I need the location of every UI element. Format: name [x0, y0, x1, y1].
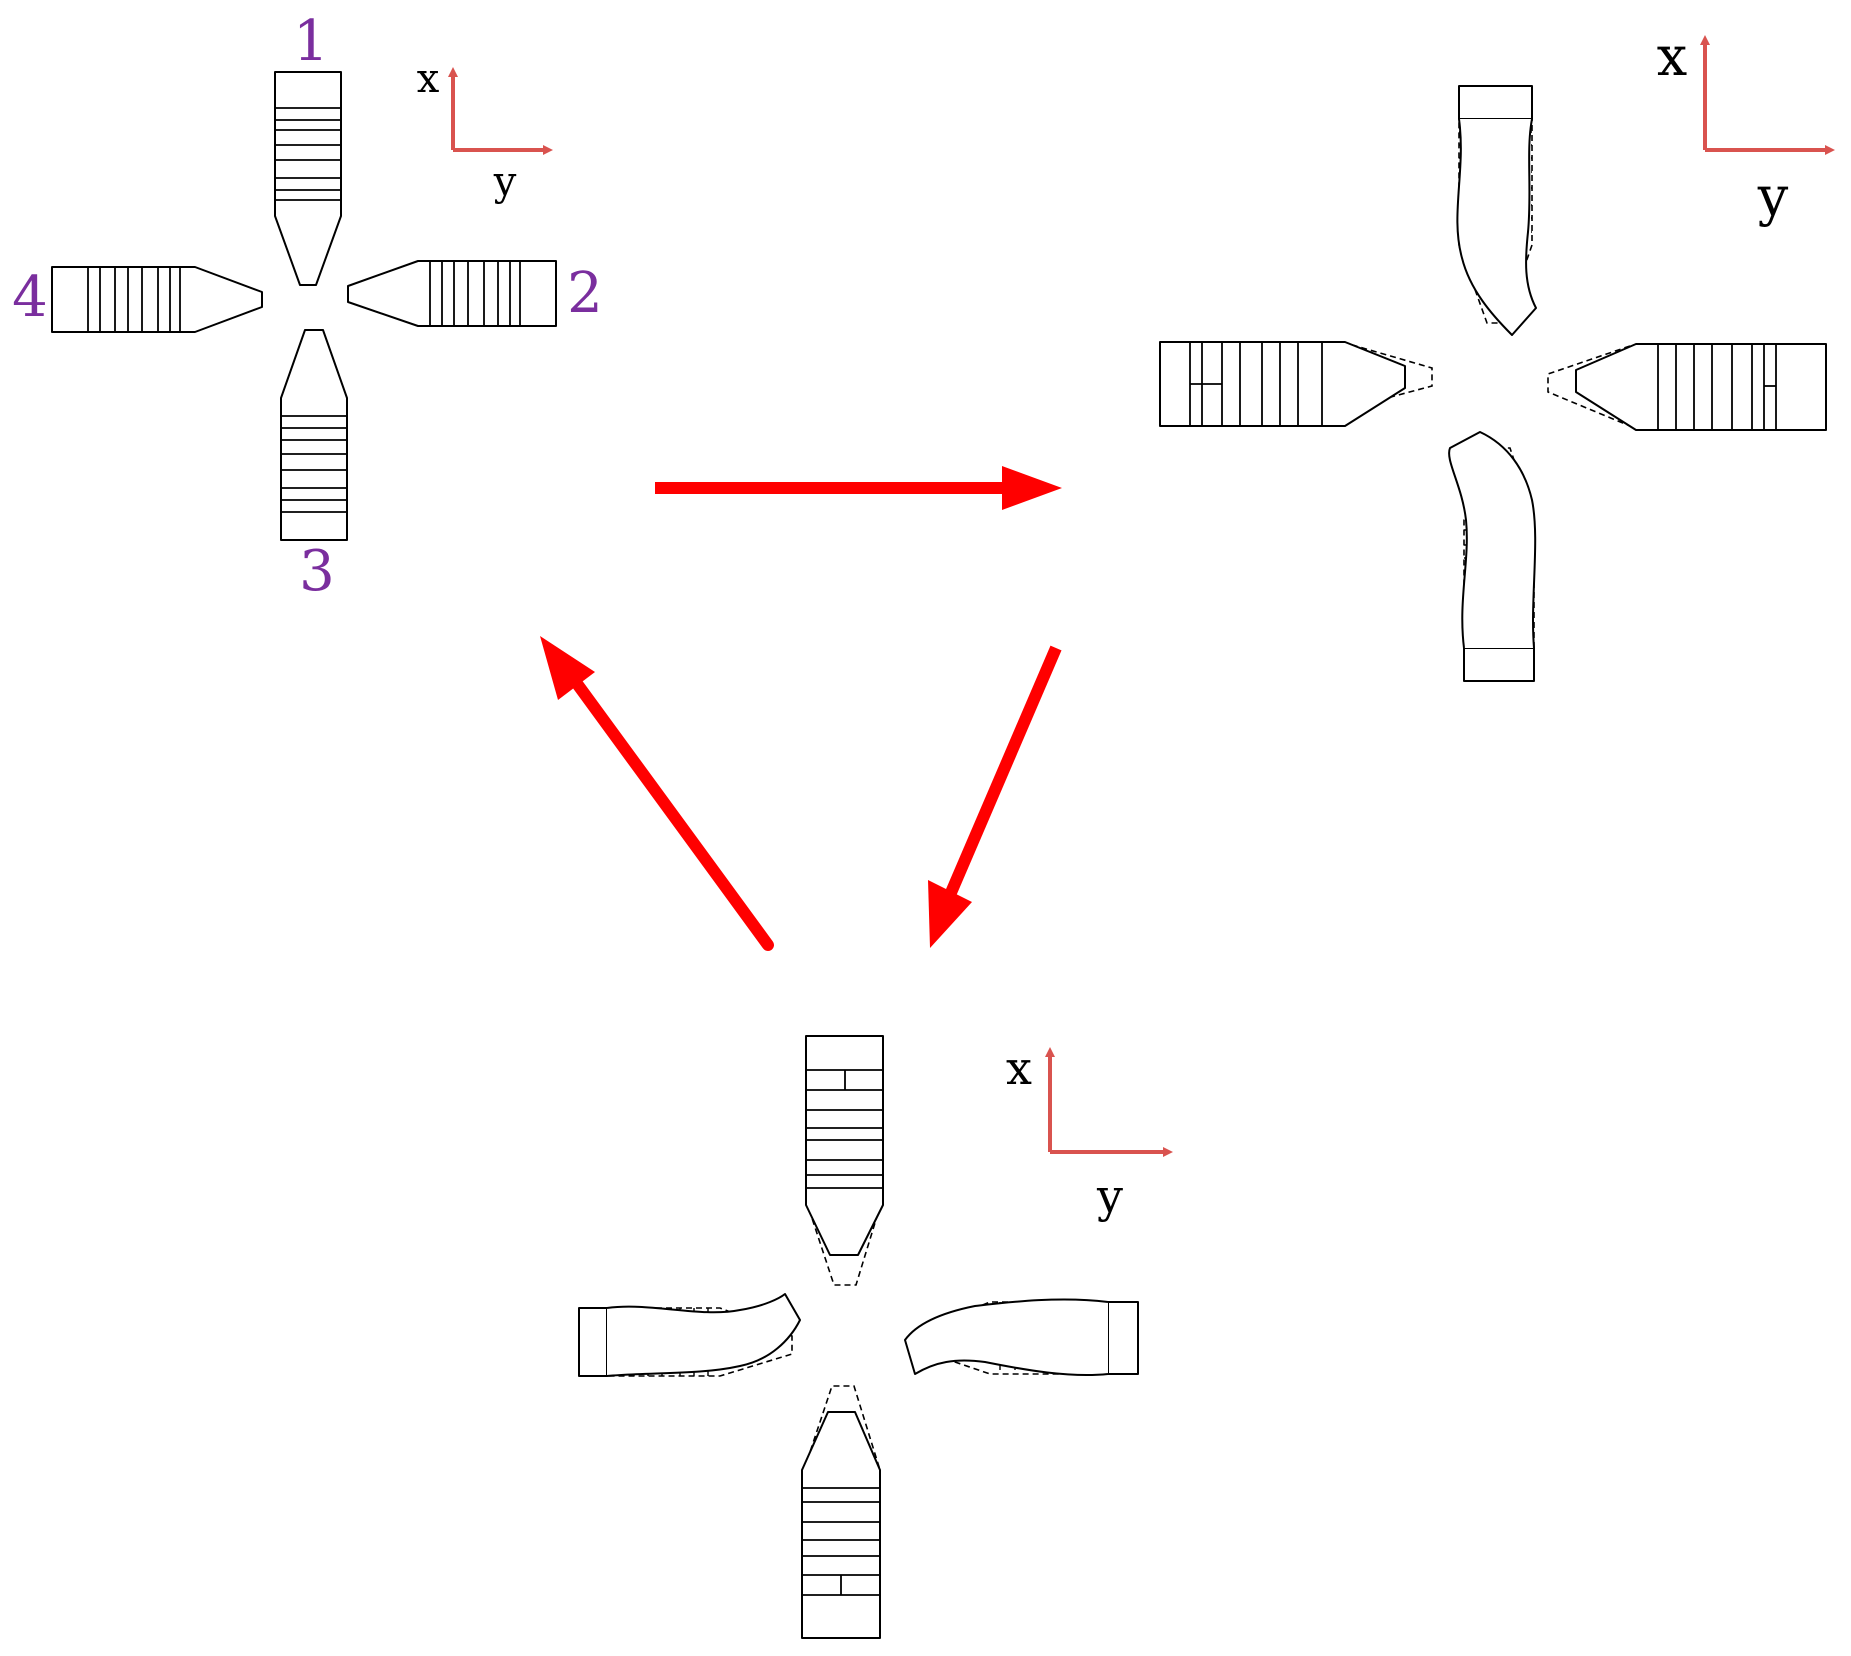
axis-x-label-2: x [1657, 25, 1687, 88]
axis-indicator-3: x y [1006, 1041, 1173, 1223]
arm-label-4: 4 [12, 265, 48, 330]
arm-4-left [51, 266, 263, 333]
arm-3-bottom [280, 329, 348, 541]
axis-y-label-3: y [1096, 1169, 1123, 1223]
panel-rest: 1 2 3 4 x y [12, 9, 603, 604]
arm-label-2: 2 [567, 261, 603, 326]
axis-y-label-1: y [493, 159, 517, 205]
arm-left-straight [1159, 341, 1433, 427]
arm-2-right [347, 260, 557, 327]
arm-right-straight [1547, 343, 1827, 431]
arm-top-straight [805, 1035, 884, 1286]
cycle-arrow-vertical-to-horizontal [928, 645, 1062, 948]
axis-indicator-2: x y [1657, 25, 1835, 228]
cycle-arrow-horizontal-to-rest [540, 636, 774, 951]
arm-bottom-straight [801, 1385, 881, 1639]
axis-y-label-2: y [1757, 165, 1789, 228]
arm-1-top [274, 71, 342, 286]
panel-bend-horizontal: x y [578, 1035, 1173, 1639]
arm-right-bent [904, 1298, 1139, 1377]
axis-x-label-1: x [417, 56, 440, 102]
cycle-arrows [540, 466, 1062, 951]
arm-top-bent [1456, 85, 1537, 336]
cycle-arrow-rest-to-vertical [655, 466, 1062, 510]
panel-bend-vertical: x y [1159, 25, 1835, 682]
arm-bottom-bent [1448, 431, 1537, 682]
arm-label-1: 1 [293, 9, 329, 74]
arm-label-3: 3 [299, 539, 335, 604]
axis-indicator-1: x y [417, 56, 553, 205]
arm-left-bent [578, 1293, 801, 1377]
axis-x-label-3: x [1006, 1041, 1032, 1095]
